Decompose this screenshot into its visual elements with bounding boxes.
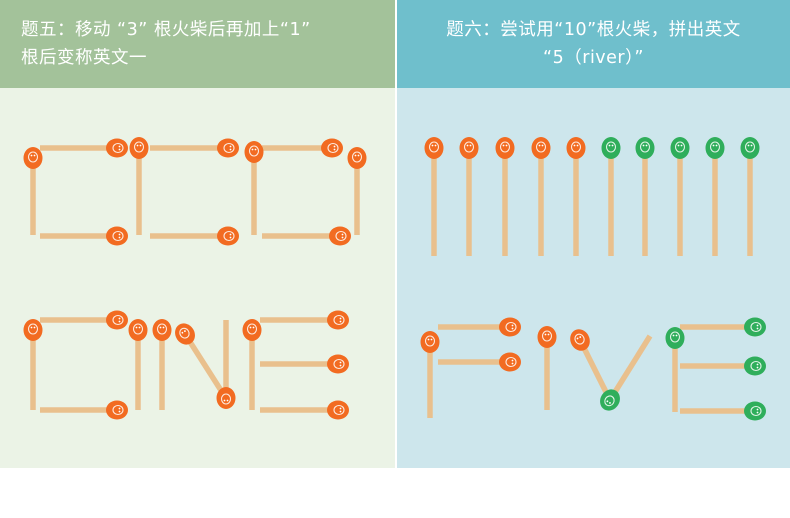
matchstick-green-icon — [744, 401, 766, 421]
matchstick-orange-icon — [495, 137, 515, 159]
matchstick-green-icon — [600, 389, 620, 411]
matchstick-green-icon — [601, 137, 621, 159]
matchstick-orange-icon — [106, 226, 128, 246]
puzzle-six-title-line-1: 题六：尝试用“10”根火柴，拼出英文 — [446, 20, 741, 40]
matchstick-stick — [182, 332, 225, 394]
matchstick-orange-icon — [327, 354, 349, 374]
matchstick-orange-icon — [244, 141, 264, 163]
matchstick-green-icon — [744, 356, 766, 376]
matchstick-orange-icon — [570, 329, 590, 351]
matchstick-orange-icon — [106, 400, 128, 420]
matchstick-orange-icon — [499, 352, 521, 372]
matchstick-green-icon — [665, 327, 685, 349]
matchstick-orange-icon — [216, 387, 236, 409]
puzzle-five-header: 题五：移动 “3” 根火柴后再加上“1” 根后变称英文一 — [0, 0, 395, 88]
matchstick-orange-icon — [459, 137, 479, 159]
matchstick-green-icon — [705, 137, 725, 159]
puzzle-five-title-line-1: 题五：移动 “3” 根火柴后再加上“1” — [21, 20, 311, 40]
puzzle-six-panel: 题六：尝试用“10”根火柴，拼出英文 “5（river）” — [397, 0, 790, 468]
matchstick-green-icon — [740, 137, 760, 159]
matchstick-orange-icon — [499, 317, 521, 337]
matchstick-orange-icon — [329, 226, 351, 246]
matchstick-orange-icon — [217, 138, 239, 158]
matchstick-orange-icon — [347, 147, 367, 169]
matchstick-orange-icon — [321, 138, 343, 158]
matchstick-orange-icon — [242, 319, 262, 341]
matchstick-orange-icon — [175, 323, 195, 345]
matchstick-orange-icon — [327, 400, 349, 420]
matchstick-orange-icon — [23, 147, 43, 169]
matchstick-orange-icon — [424, 137, 444, 159]
matchstick-orange-icon — [152, 319, 172, 341]
matchstick-orange-icon — [566, 137, 586, 159]
matchstick-orange-icon — [128, 319, 148, 341]
matchstick-orange-icon — [106, 310, 128, 330]
matchstick-green-icon — [670, 137, 690, 159]
puzzle-five-title-line-2: 根后变称英文一 — [21, 48, 147, 68]
puzzle-six-header: 题六：尝试用“10”根火柴，拼出英文 “5（river）” — [397, 0, 790, 88]
matchstick-green-icon — [635, 137, 655, 159]
matchstick-orange-icon — [217, 226, 239, 246]
matchstick-orange-icon — [537, 326, 557, 348]
puzzle-six-title-line-2: “5（river）” — [543, 48, 644, 68]
matchstick-orange-icon — [531, 137, 551, 159]
matchstick-orange-icon — [23, 319, 43, 341]
matchstick-orange-icon — [327, 310, 349, 330]
matchstick-orange-icon — [129, 137, 149, 159]
matchstick-green-icon — [744, 317, 766, 337]
matchstick-stick — [607, 334, 653, 402]
matchstick-orange-icon — [420, 331, 440, 353]
matchstick-orange-icon — [106, 138, 128, 158]
